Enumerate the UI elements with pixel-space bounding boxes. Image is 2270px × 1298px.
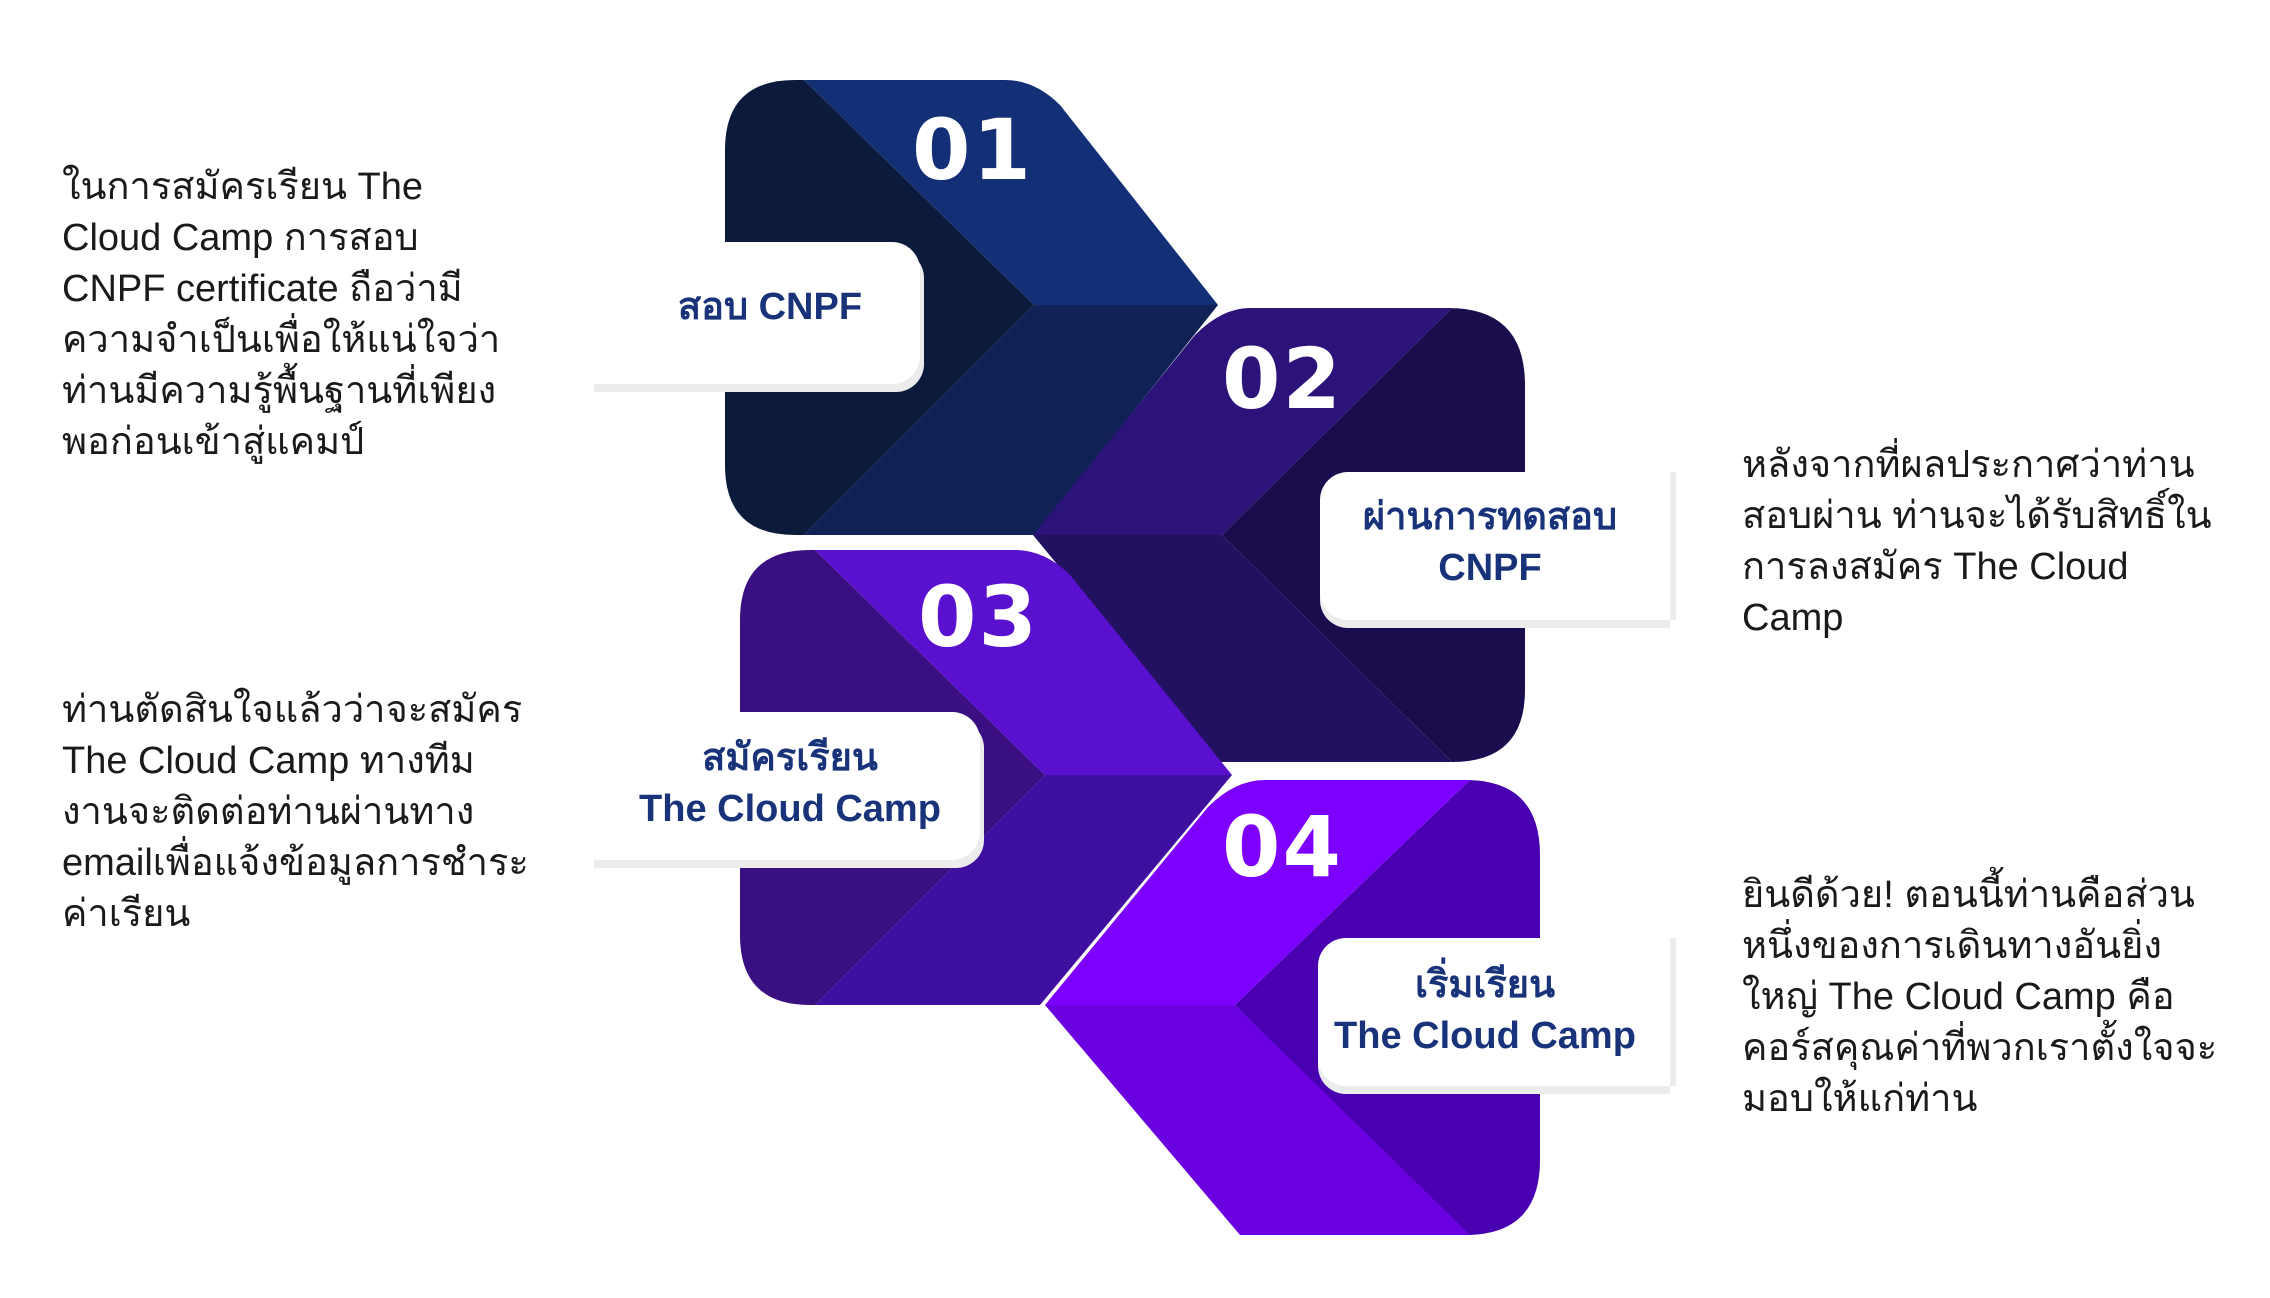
step-02-label-bubble bbox=[1320, 472, 1670, 620]
step-02-light-upper bbox=[1033, 308, 1452, 535]
step-04-label: เริ่มเรียน The Cloud Camp bbox=[1334, 964, 1636, 1057]
step-02-description: หลังจากที่ผลประกาศว่าท่าน สอบผ่าน ท่านจะ… bbox=[1742, 444, 2212, 639]
step-03-light-lower bbox=[815, 775, 1232, 1005]
step-03-number: 03 bbox=[918, 568, 1039, 666]
step-03-description: ท่านตัดสินใจแล้วว่าจะสมัคร The Cloud Cam… bbox=[62, 689, 529, 935]
step-04-description: ยินดีด้วย! ตอนนี้ท่านคือส่วน หนึ่งของการ… bbox=[1742, 874, 2218, 1120]
step-01-light-upper bbox=[804, 80, 1218, 305]
step-01-label-bubble bbox=[590, 242, 920, 384]
step-01-number: 01 bbox=[912, 101, 1033, 199]
step-03-light-upper bbox=[815, 550, 1232, 775]
step-01-description: ในการสมัครเรียน The Cloud Camp การสอบ CN… bbox=[62, 166, 501, 463]
step-01-label: สอบ CNPF bbox=[677, 286, 863, 328]
step-04-light-lower bbox=[1045, 1005, 1470, 1235]
step-02-light-lower bbox=[1033, 535, 1452, 762]
step-04-number: 04 bbox=[1222, 798, 1343, 896]
step-02-label: ผ่านการทดสอบ CNPF bbox=[1362, 496, 1618, 589]
step-03-label: สมัครเรียน The Cloud Camp bbox=[639, 737, 941, 830]
step-02-number: 02 bbox=[1222, 330, 1343, 428]
step-04-light-upper bbox=[1045, 780, 1470, 1005]
step-03-label-bubble bbox=[590, 712, 980, 860]
step-04-label-bubble bbox=[1318, 938, 1670, 1086]
step-01-light-lower bbox=[804, 305, 1218, 535]
